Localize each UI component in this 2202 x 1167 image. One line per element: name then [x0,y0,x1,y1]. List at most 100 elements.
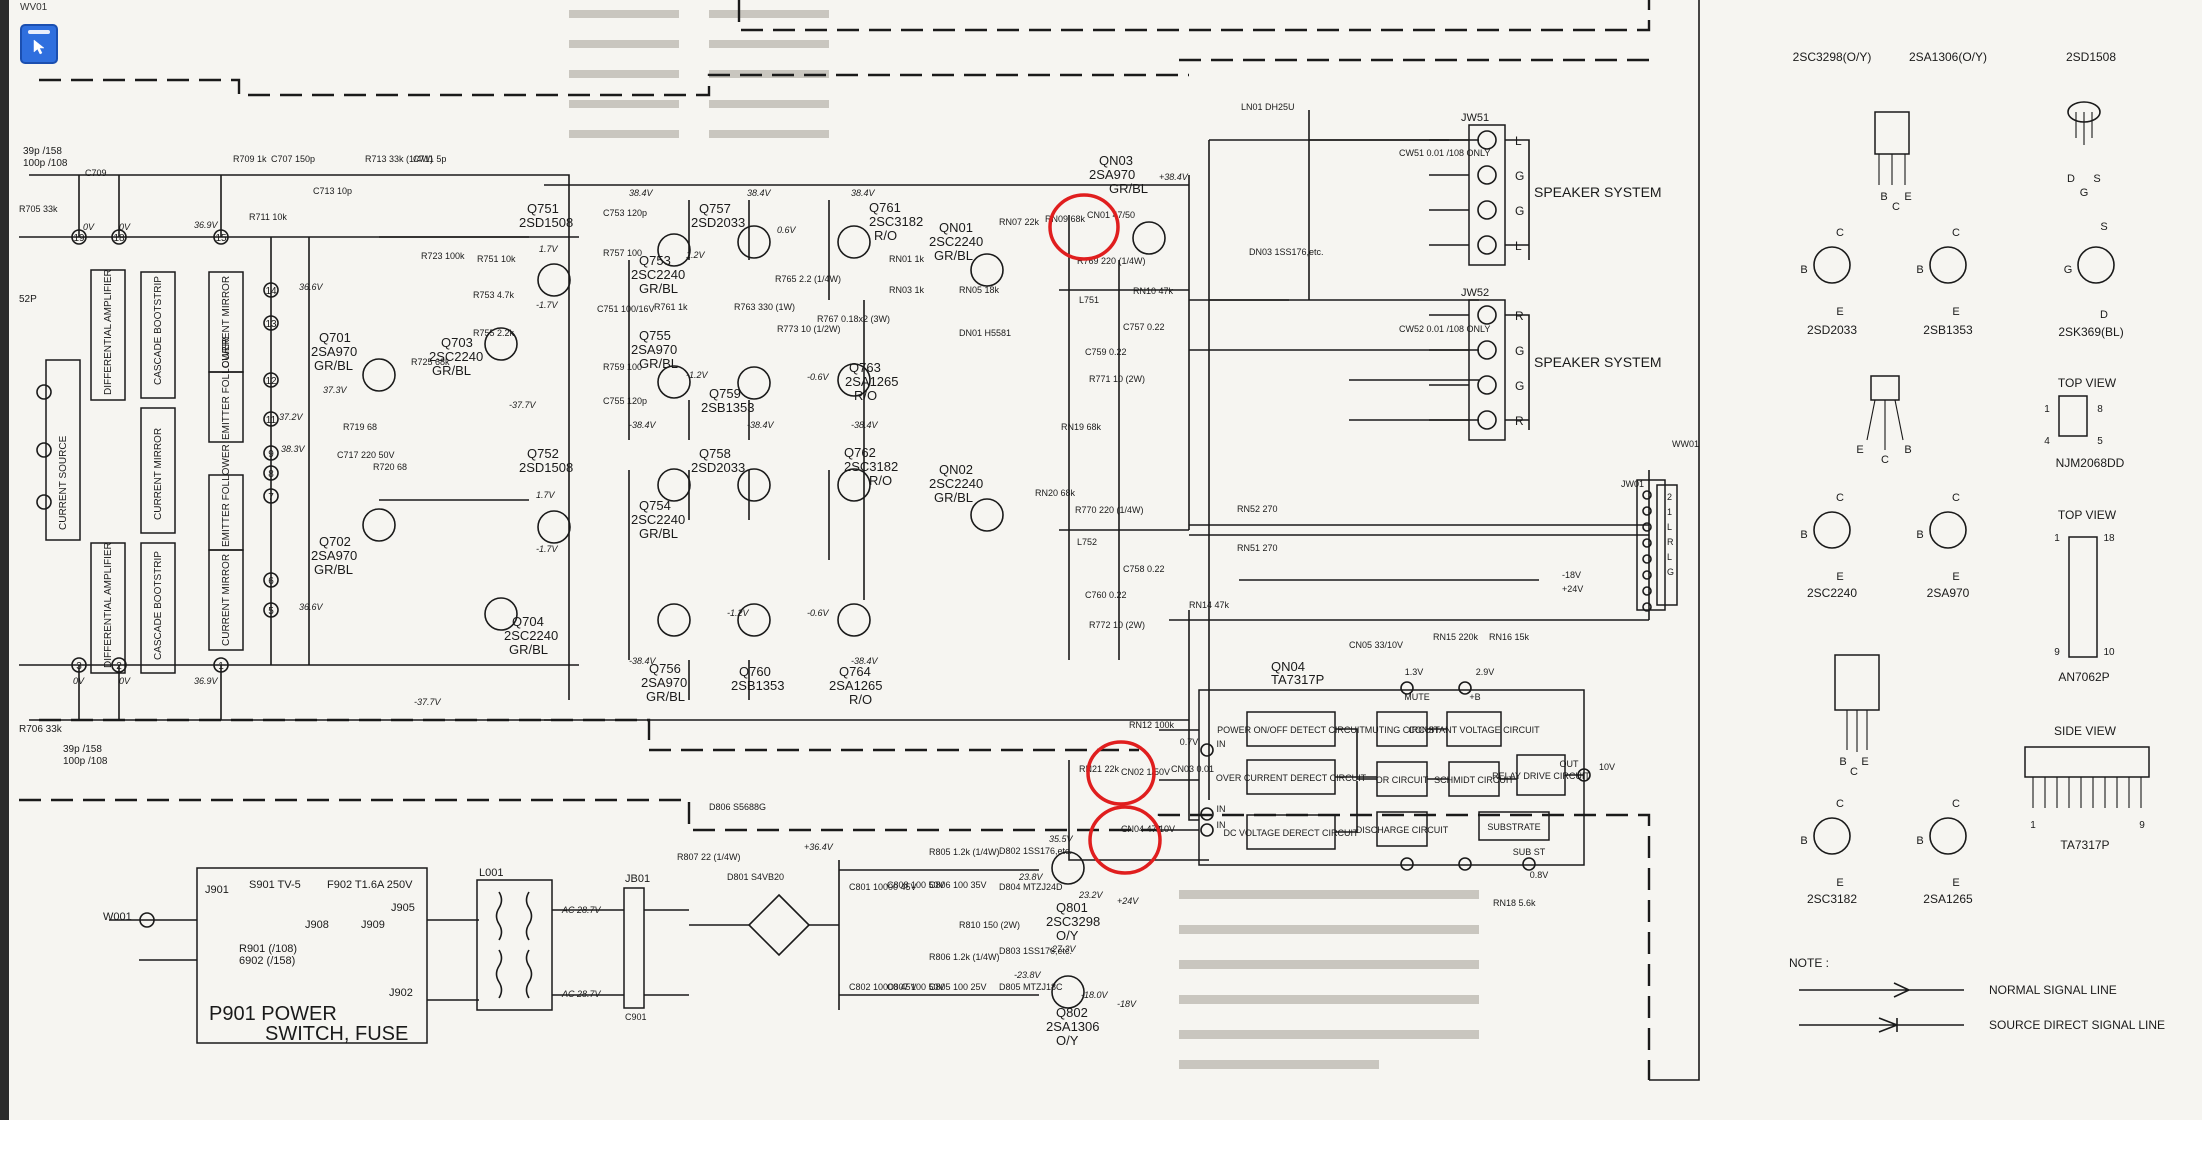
ic-block: DC VOLTAGE DERECT CIRCUIT [1223,828,1359,838]
tool-button-bar [28,30,50,34]
q-grade: R/O [854,388,877,403]
q-type: 2SC3298 [1046,914,1100,929]
voltage-label: 23.8V [1018,872,1044,882]
part: R771 10 (2W) [1089,374,1145,384]
protection-ic-labels: QN04 TA7317P POWER ON/OFF DETECT CIRCUIT… [1180,659,1615,880]
amp-bottom-2: CURRENT MIRROR [221,554,232,646]
pin-letter: S [2093,173,2100,185]
connector-jb01: JB01 [625,873,650,885]
part: RN05 18k [959,285,1000,295]
cursor-tool-button[interactable] [20,24,58,64]
part: RN20 68k [1035,488,1076,498]
part: RN01 1k [889,254,925,264]
q-ref: Q703 [441,335,473,350]
q-type: 2SD1508 [519,215,573,230]
sp-pin: L [1515,134,1522,148]
pin-letter: B [1800,264,1807,276]
part: R765 2.2 (1/4W) [775,274,841,284]
voltage-label: -38.4V [629,656,657,666]
cursor-arrow-icon [33,39,45,55]
ic-pin: SUB ST [1513,847,1546,857]
ic-pin: 0.7V [1180,737,1199,747]
q-grade: GR/BL [639,526,678,541]
package-name: 2SK369(BL) [2058,325,2123,339]
voltage-label: 37.3V [323,385,348,395]
qn04-ref: QN04 [1271,659,1305,674]
highlight-rings [1048,193,1162,875]
pin-letter: B [1880,191,1887,203]
pin-letter: C [1952,227,1960,239]
bleed-through-texture [569,10,1479,1069]
voltage-label: -38.4V [629,420,657,430]
package-name: 2SB1353 [1923,323,1973,337]
package-name: 2SC3298(O/Y) [1793,50,1872,64]
voltage-label: -18V [1117,999,1137,1009]
part: C807 100 50V [887,982,945,992]
transistor-symbols [362,221,1166,1009]
ic-block: MUTING CIRCUIT [1365,725,1440,735]
part: C808 100 50V [887,880,945,890]
amp-shared-0: CURRENT SOURCE [58,435,69,530]
part: R773 10 (1/2W) [777,324,841,334]
amp-bottom-0: DIFFERENTIAL AMPLIFIER [103,542,114,668]
part: C757 0.22 [1123,322,1165,332]
ic-pin-no: 8 [2097,404,2103,415]
part: C801 10000 45V [849,882,917,892]
voltage-label: 35.5V [1049,834,1074,844]
amp-top-2: CURRENT MIRROR [221,276,232,368]
voltage-label: -1.7V [536,544,559,554]
q-ref: Q802 [1056,1005,1088,1020]
q-type: 2SA1265 [829,678,883,693]
part: D804 MTZJ24D [999,882,1063,892]
speaker-system-top: SPEAKER SYSTEM [1534,184,1662,200]
q-type: 2SC3182 [869,214,923,229]
jw01-supply: -18V [1562,570,1581,580]
voltage-label: -0.6V [807,372,830,382]
pin-letter: C [1850,766,1858,778]
part: D805 MTZJ18C [999,982,1063,992]
pin-letter: G [2064,264,2073,276]
part: DN03 1SS176,etc. [1249,247,1324,257]
q-ref: Q754 [639,498,671,513]
amp-top-0: DIFFERENTIAL AMPLIFIER [103,269,114,395]
legend-item: SOURCE DIRECT SIGNAL LINE [1989,1018,2165,1032]
ic-block: POWER ON/OFF DETECT CIRCUIT [1217,725,1365,735]
voltage-label: -27.3V [1049,944,1077,954]
voltage-label: 36.6V [299,282,324,292]
ic-pin: 10V [1599,762,1615,772]
part: RN03 1k [889,285,925,295]
part: C707 150p [271,154,315,164]
q-type: 2SA970 [631,342,677,357]
sp-pin: R [1515,309,1524,323]
part: R719 68 [343,422,377,432]
pin-letter: E [1836,877,1843,889]
part: L752 [1077,537,1097,547]
pin-letter: C [1881,454,1889,466]
jw01-pin: R [1667,537,1674,547]
part: CW51 0.01 /108 ONLY [1399,148,1490,158]
part: C755 120p [603,396,647,406]
amp-block-labels: DIFFERENTIAL AMPLIFIER CASCADE BOOTSTRIP… [58,269,232,668]
voltage-label: -38.4V [747,420,775,430]
voltage-label: 1.7V [536,490,556,500]
connector-j909: J909 [361,919,385,931]
highlight-ring-cn04 [1088,805,1162,875]
jw01-supply: +24V [1562,584,1583,594]
q-grade: GR/BL [646,689,685,704]
viewer-left-rail [0,0,9,1120]
part: R720 68 [373,462,407,472]
q-grade: GR/BL [934,490,973,505]
package-drawings [1813,101,2150,855]
connector-j901: J901 [205,884,229,896]
ic-pin-no: 9 [2139,820,2145,831]
view-label: TOP VIEW [2058,376,2117,390]
q-ref: Q762 [844,445,876,460]
part: RN52 270 [1237,504,1278,514]
part: D803 1SS176,etc. [999,946,1072,956]
jw01-pin: 2 [1667,492,1672,502]
pin-letter: B [1800,529,1807,541]
q-ref: Q759 [709,386,741,401]
q-type: 2SC2240 [929,476,983,491]
part: RN10 47k [1133,286,1174,296]
